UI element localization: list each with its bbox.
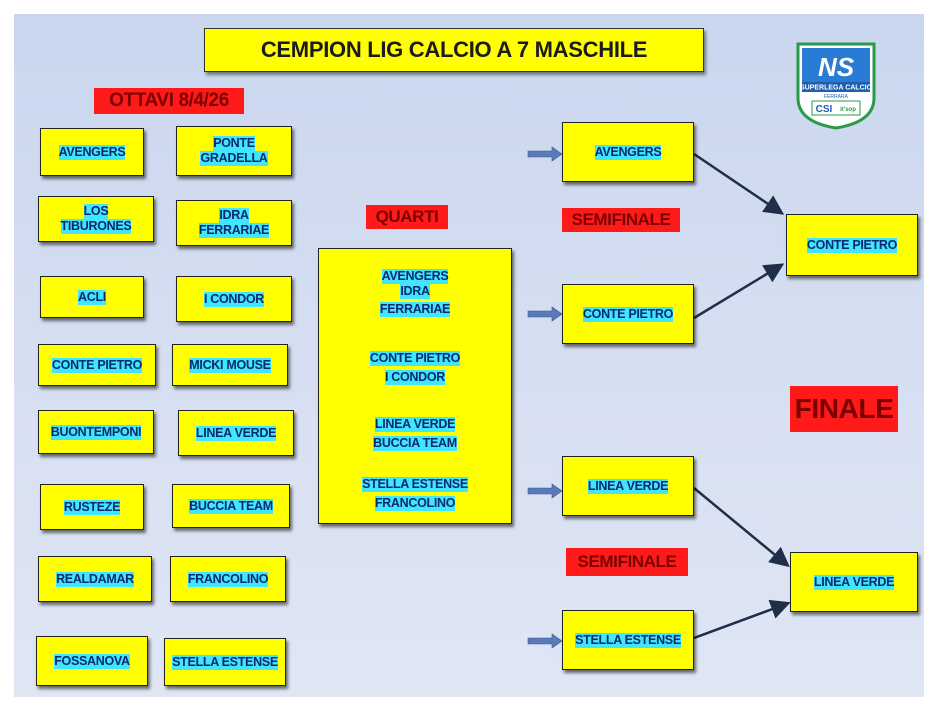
quarti-pair: LINEA VERDE BUCCIA TEAM: [319, 417, 511, 451]
ottavi-team-name: AVENGERS: [58, 144, 126, 160]
arrow-icon: [527, 483, 563, 499]
ottavi-team-name: RUSTEZE: [63, 499, 121, 515]
finale-label: FINALE: [790, 386, 898, 432]
ottavi-team-box: ACLI: [40, 276, 144, 318]
semifinal-team-name: CONTE PIETRO: [582, 306, 674, 322]
ottavi-team-box: CONTE PIETRO: [38, 344, 156, 386]
semifinal-team-name: AVENGERS: [594, 144, 662, 160]
ottavi-team-name: LINEA VERDE: [195, 425, 277, 441]
ottavi-team-name: I CONDOR: [203, 291, 265, 307]
ottavi-team-name: ACLI: [78, 289, 106, 305]
ottavi-team-name: BUONTEMPONI: [50, 424, 142, 440]
ottavi-team-name: FERRARIAE: [198, 223, 270, 238]
ottavi-team-name: IDRA: [219, 208, 249, 223]
ottavi-team-box: AVENGERS: [40, 128, 144, 176]
quarti-team-name: IDRA: [400, 284, 430, 299]
arrow-icon: [527, 306, 563, 322]
ottavi-team-box: LINEA VERDE: [178, 410, 294, 456]
final-team-name: CONTE PIETRO: [806, 237, 898, 253]
ottavi-team-name: CONTE PIETRO: [51, 357, 143, 373]
quarti-pair: AVENGERS IDRA FERRARIAE: [319, 269, 511, 317]
quarti-label: QUARTI: [366, 205, 448, 229]
final-team-box: CONTE PIETRO: [786, 214, 918, 276]
ottavi-team-box: BUONTEMPONI: [38, 410, 154, 454]
quarti-team-name: I CONDOR: [384, 370, 446, 385]
final-team-box: LINEA VERDE: [790, 552, 918, 612]
semifinal-team-box: CONTE PIETRO: [562, 284, 694, 344]
ottavi-team-name: REALDAMAR: [56, 571, 134, 587]
quarti-team-name: FRANCOLINO: [374, 496, 456, 511]
semifinal-team-name: LINEA VERDE: [587, 478, 669, 494]
superlega-logo: NS SUPERLEGA CALCIO FERRARA CSI it'sop: [796, 42, 876, 130]
ottavi-team-box: BUCCIA TEAM: [172, 484, 290, 528]
ottavi-team-box: PONTE GRADELLA: [176, 126, 292, 176]
ottavi-label: OTTAVI 8/4/26: [94, 88, 244, 114]
quarti-team-name: BUCCIA TEAM: [373, 436, 457, 451]
ottavi-team-box: FRANCOLINO: [170, 556, 286, 602]
final-team-name: LINEA VERDE: [813, 574, 895, 590]
connector-line: [693, 487, 790, 568]
ottavi-team-name: FOSSANOVA: [54, 653, 130, 669]
connector-line: [693, 599, 791, 640]
ottavi-team-name: STELLA ESTENSE: [172, 654, 278, 670]
ottavi-team-name: TIBURONES: [60, 219, 132, 234]
quarti-team-name: AVENGERS: [381, 269, 449, 284]
quarti-team-name: CONTE PIETRO: [369, 351, 461, 366]
quarti-pair: CONTE PIETRO I CONDOR: [319, 351, 511, 385]
arrow-icon: [527, 633, 563, 649]
page-title: CEMPION LIG CALCIO A 7 MASCHILE: [260, 37, 648, 62]
ottavi-team-name: FRANCOLINO: [187, 571, 269, 587]
semifinal-team-box: AVENGERS: [562, 122, 694, 182]
logo-partner: it'sop: [840, 107, 856, 113]
ottavi-team-name: LOS: [83, 204, 109, 219]
logo-csi: CSI: [816, 104, 833, 115]
ottavi-team-name: BUCCIA TEAM: [189, 498, 273, 514]
semifinale-label-bottom: SEMIFINALE: [566, 548, 688, 576]
svg-text:NS: NS: [818, 52, 855, 82]
ottavi-team-box: FOSSANOVA: [36, 636, 148, 686]
ottavi-team-box: IDRA FERRARIAE: [176, 200, 292, 246]
quarti-team-name: STELLA ESTENSE: [362, 477, 468, 492]
semifinal-team-box: LINEA VERDE: [562, 456, 694, 516]
semifinal-team-box: STELLA ESTENSE: [562, 610, 694, 670]
quarti-team-name: LINEA VERDE: [374, 417, 456, 432]
ottavi-team-name: MICKI MOUSE: [189, 357, 271, 373]
semifinal-team-name: STELLA ESTENSE: [575, 632, 681, 648]
ottavi-team-box: REALDAMAR: [38, 556, 152, 602]
ottavi-team-box: I CONDOR: [176, 276, 292, 322]
ottavi-team-box: MICKI MOUSE: [172, 344, 288, 386]
title-box: CEMPION LIG CALCIO A 7 MASCHILE: [204, 28, 704, 72]
arrow-icon: [527, 146, 563, 162]
ottavi-team-name: GRADELLA: [200, 151, 268, 166]
quarti-team-name: FERRARIAE: [379, 302, 451, 317]
quarti-pair: STELLA ESTENSE FRANCOLINO: [319, 477, 511, 511]
ottavi-team-box: STELLA ESTENSE: [164, 638, 286, 686]
semifinale-label-top: SEMIFINALE: [562, 208, 680, 232]
logo-subtext: FERRARA: [824, 94, 849, 100]
connector-line: [693, 152, 785, 215]
ottavi-team-box: RUSTEZE: [40, 484, 144, 530]
logo-text: SUPERLEGA CALCIO: [800, 85, 873, 92]
quarti-box: AVENGERS IDRA FERRARIAE CONTE PIETRO I C…: [318, 248, 512, 524]
ottavi-team-name: PONTE: [213, 136, 255, 151]
connector-line: [693, 263, 785, 320]
ottavi-team-box: LOS TIBURONES: [38, 196, 154, 242]
